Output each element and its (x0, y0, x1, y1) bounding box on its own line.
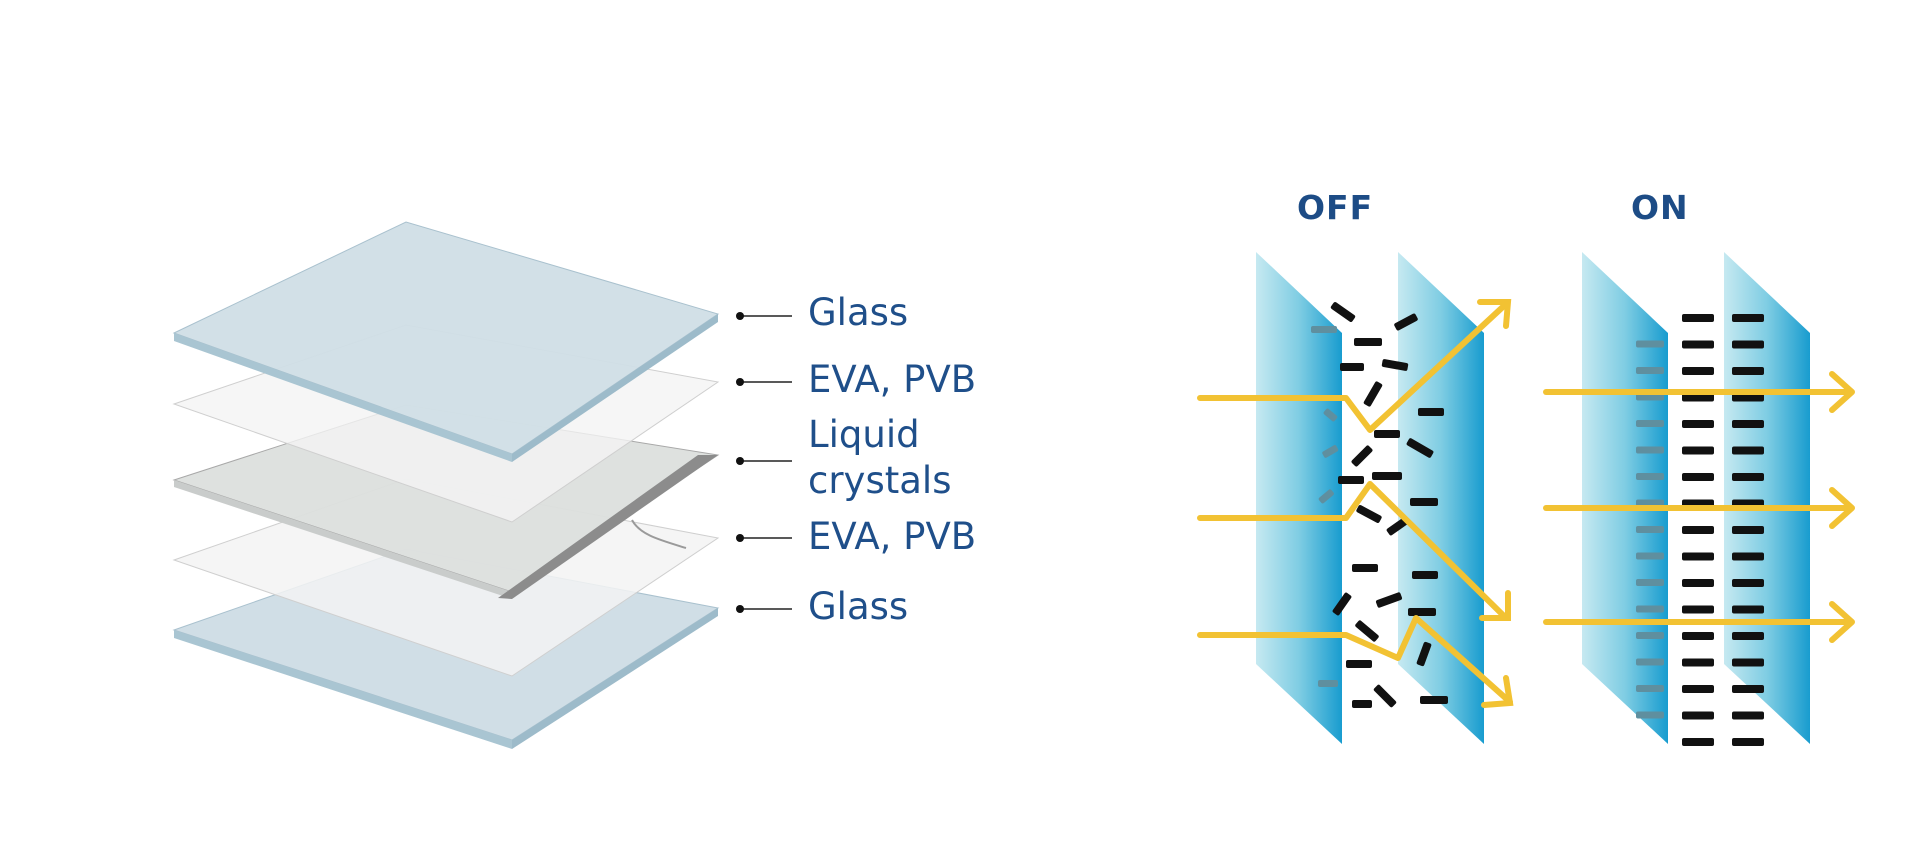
off-left-glass (1256, 252, 1342, 744)
electrode-mark (1636, 711, 1664, 719)
aligned-crystal (1732, 685, 1764, 693)
aligned-crystal (1682, 711, 1714, 720)
aligned-crystal (1732, 367, 1764, 375)
on-arrowheads (1829, 371, 1855, 643)
electrode-mark (1636, 473, 1664, 480)
aligned-crystal (1682, 367, 1714, 375)
aligned-crystal (1682, 473, 1714, 481)
on-electrode-marks (1636, 340, 1664, 719)
label-eva-bottom: EVA, PVB (808, 515, 977, 558)
aligned-crystal (1682, 738, 1714, 746)
leader-dots (736, 312, 744, 613)
electrode-mark (1636, 579, 1664, 586)
leader-lines (740, 315, 792, 610)
electrode-mark (1636, 526, 1664, 533)
electrode-mark (1636, 499, 1664, 507)
label-eva-top: EVA, PVB (808, 358, 977, 401)
off-liquid-crystals (1330, 302, 1448, 708)
aligned-crystal (1682, 526, 1714, 534)
on-liquid-crystals (1682, 314, 1764, 746)
electrode-mark (1636, 605, 1664, 613)
aligned-crystal (1732, 711, 1764, 720)
label-glass-bottom: Glass (808, 585, 909, 628)
aligned-crystal (1682, 579, 1714, 587)
aligned-crystal (1732, 658, 1764, 667)
electrode-mark (1636, 658, 1664, 666)
aligned-crystal (1682, 552, 1714, 561)
electrode-mark (1636, 632, 1664, 639)
on-light-rays (1543, 389, 1853, 625)
label-liquid-crystals: Liquid crystals (808, 413, 952, 502)
aligned-crystal (1732, 340, 1764, 349)
electrode-mark (1636, 340, 1664, 348)
aligned-crystal (1682, 632, 1714, 640)
label-glass-top: Glass (808, 291, 909, 334)
wire-lead (631, 519, 687, 549)
aligned-crystal (1732, 420, 1764, 428)
electrode-mark (1636, 685, 1664, 692)
aligned-crystal (1682, 658, 1714, 667)
aligned-crystal (1682, 685, 1714, 693)
off-electrode-marks (1311, 326, 1339, 687)
electrode-mark (1636, 446, 1664, 454)
aligned-crystal (1732, 552, 1764, 561)
electrode-mark (1636, 393, 1664, 401)
off-state-title: OFF (1297, 188, 1374, 227)
on-state-title: ON (1631, 188, 1689, 227)
aligned-crystal (1732, 738, 1764, 746)
glass-top-layer (172, 221, 720, 462)
aligned-crystal (1732, 579, 1764, 587)
aligned-crystal (1732, 314, 1764, 322)
electrode-mark (1636, 420, 1664, 427)
electrode-mark (1636, 367, 1664, 374)
aligned-crystal (1732, 446, 1764, 455)
on-right-glass (1724, 252, 1810, 744)
aligned-crystal (1682, 314, 1714, 322)
on-left-glass (1582, 252, 1668, 744)
aligned-crystal (1682, 340, 1714, 349)
aligned-crystal (1682, 420, 1714, 428)
aligned-crystal (1682, 605, 1714, 614)
off-light-rays (1197, 301, 1513, 705)
off-arrowheads (1477, 299, 1514, 708)
aligned-crystal (1682, 393, 1714, 402)
aligned-crystal (1732, 605, 1764, 614)
layer-stack (172, 221, 720, 749)
aligned-crystal (1732, 393, 1764, 402)
aligned-crystal (1732, 632, 1764, 640)
on-state-panel (1543, 252, 1855, 746)
electrode-mark (1636, 552, 1664, 560)
aligned-crystal (1682, 446, 1714, 455)
off-state-panel (1197, 252, 1514, 744)
aligned-crystal (1732, 526, 1764, 534)
aligned-crystal (1732, 473, 1764, 481)
